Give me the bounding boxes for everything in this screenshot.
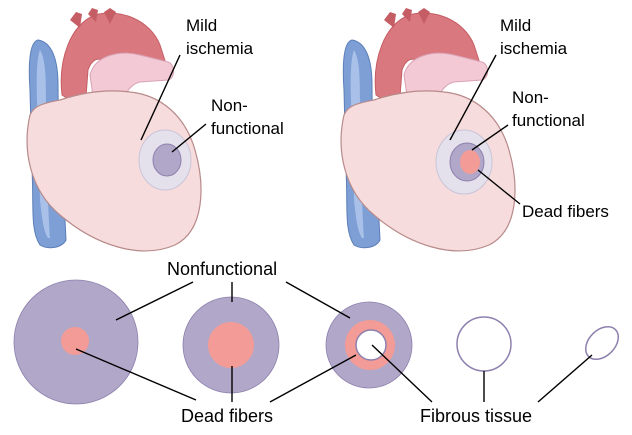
stage1-dead-fibers bbox=[61, 327, 89, 355]
label-mild-right-line1: Mild bbox=[500, 16, 531, 35]
label-mild-left-line2: ischemia bbox=[186, 39, 254, 58]
heart-illustration-left bbox=[27, 8, 201, 251]
leader-nonfunctional-3 bbox=[286, 282, 350, 318]
label-nonfunctional-right-line1: Non- bbox=[512, 88, 549, 107]
label-dead-fibers: Dead fibers bbox=[181, 406, 273, 426]
heart-illustration-right bbox=[341, 8, 515, 251]
infarct-progression bbox=[14, 280, 625, 404]
label-dead-fibers-right: Dead fibers bbox=[522, 202, 609, 221]
aorta-branch-1-left bbox=[70, 12, 82, 28]
label-mild-right-line2: ischemia bbox=[500, 39, 568, 58]
label-nonfunctional: Nonfunctional bbox=[167, 259, 277, 279]
label-nonfunctional-left-line1: Non- bbox=[211, 96, 248, 115]
aorta-branch-1-right bbox=[384, 12, 396, 28]
leader-fibrous-3 bbox=[538, 355, 592, 402]
stage3-fibrous-core bbox=[356, 330, 386, 360]
stage5-fibrous-scar bbox=[579, 320, 624, 365]
dead-fibers-zone-right bbox=[460, 150, 480, 174]
stage2-dead-fibers bbox=[208, 322, 254, 368]
label-nonfunctional-right-line2: functional bbox=[512, 111, 585, 130]
label-mild-left-line1: Mild bbox=[186, 16, 217, 35]
label-fibrous-tissue: Fibrous tissue bbox=[420, 406, 532, 426]
label-nonfunctional-left-line2: functional bbox=[211, 119, 284, 138]
stage4-fibrous-tissue bbox=[457, 317, 511, 371]
leader-nonfunctional-1 bbox=[116, 282, 193, 320]
